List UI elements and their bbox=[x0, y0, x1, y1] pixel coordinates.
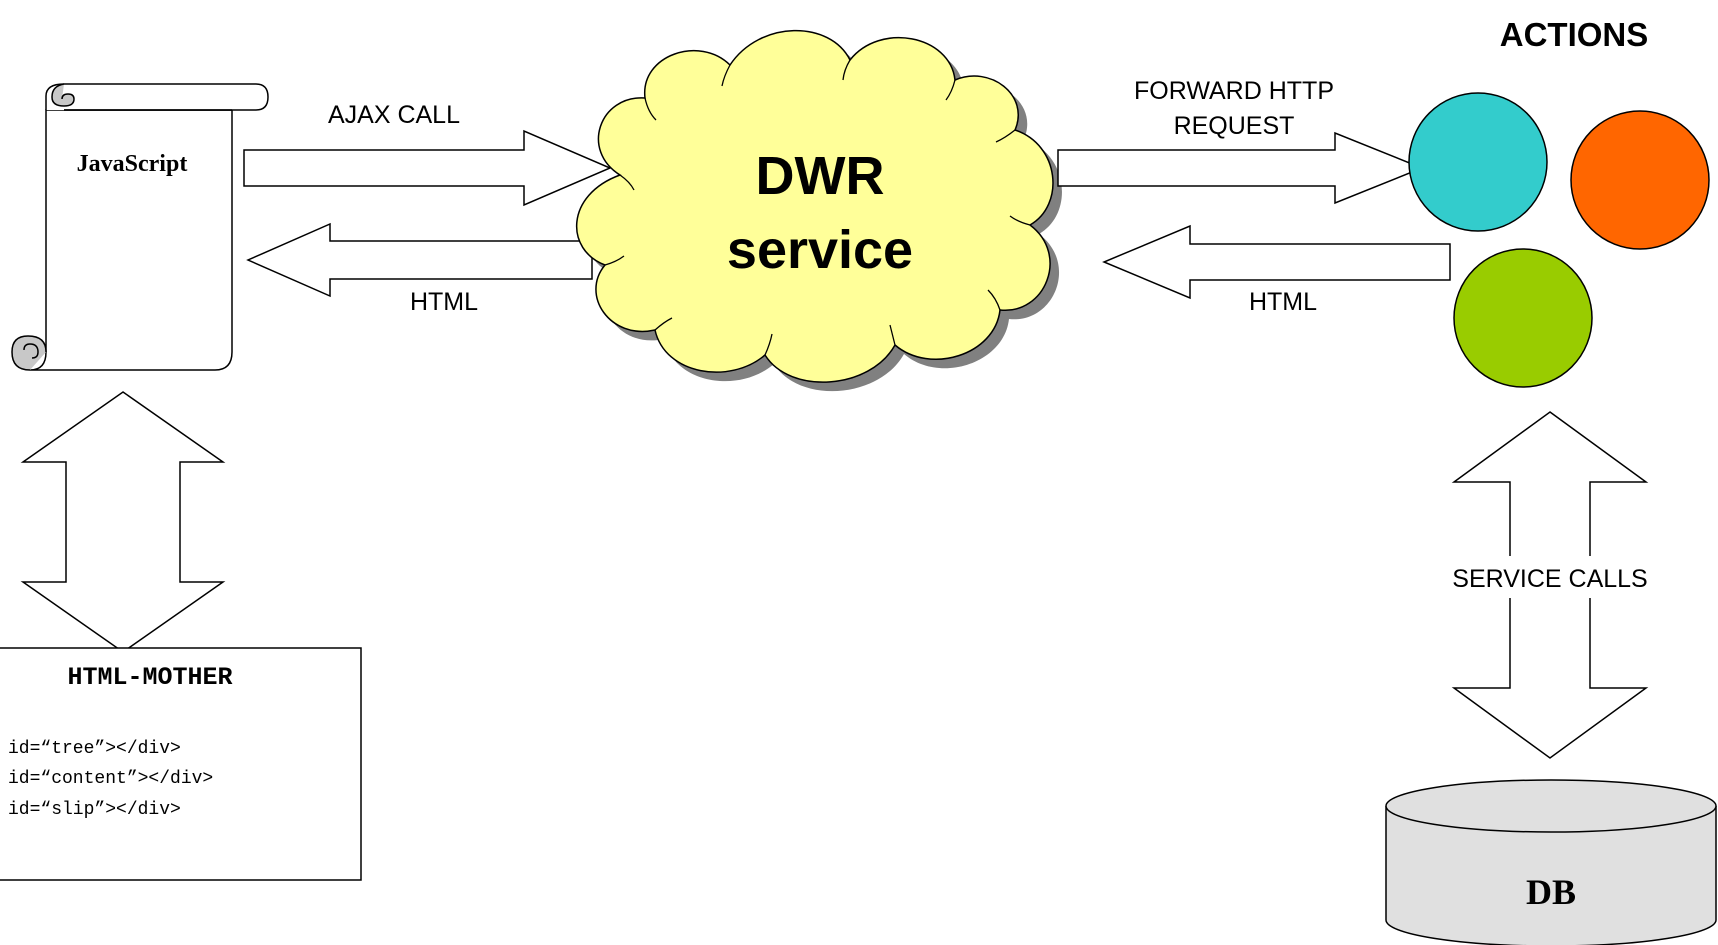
database-cylinder: DB bbox=[1385, 779, 1717, 945]
forward-request-arrow bbox=[1057, 131, 1425, 205]
html-mother-line-slip: id=“slip”></div> bbox=[8, 800, 181, 820]
javascript-html-double-arrow bbox=[20, 391, 226, 653]
db-label: DB bbox=[1526, 872, 1576, 912]
action-circle-orange bbox=[1570, 110, 1710, 250]
javascript-label: JavaScript bbox=[77, 151, 188, 177]
forward-label-line1: FORWARD HTTP bbox=[1134, 77, 1334, 105]
html-label-left: HTML bbox=[410, 288, 478, 316]
html-mother-line-content: id=“content”></div> bbox=[8, 769, 213, 789]
dwr-label-line1: DWR bbox=[756, 146, 885, 206]
service-calls-label-bg bbox=[1420, 556, 1680, 598]
html-label-right: HTML bbox=[1249, 288, 1317, 316]
html-mother-title: HTML-MOTHER bbox=[67, 663, 232, 692]
service-calls-label: SERVICE CALLS bbox=[1452, 565, 1647, 593]
html-response-arrow-right bbox=[1102, 224, 1451, 300]
html-mother-line-tree: id=“tree”></div> bbox=[8, 739, 181, 759]
javascript-scroll: JavaScript bbox=[11, 83, 269, 371]
ajax-call-label: AJAX CALL bbox=[328, 101, 460, 129]
html-response-arrow-left bbox=[246, 222, 593, 298]
dwr-label-line2: service bbox=[727, 220, 913, 280]
cloud-body bbox=[575, 29, 1054, 383]
action-circle-teal bbox=[1408, 92, 1548, 232]
forward-label-line2: REQUEST bbox=[1174, 112, 1295, 140]
action-circle-green bbox=[1453, 248, 1593, 388]
actions-title: ACTIONS bbox=[1500, 16, 1649, 53]
ajax-call-arrow bbox=[243, 129, 612, 207]
html-mother-box: HTML-MOTHER id=“tree”></div> id=“content… bbox=[0, 647, 362, 881]
dwr-service-cloud: DWR service bbox=[575, 29, 1062, 392]
